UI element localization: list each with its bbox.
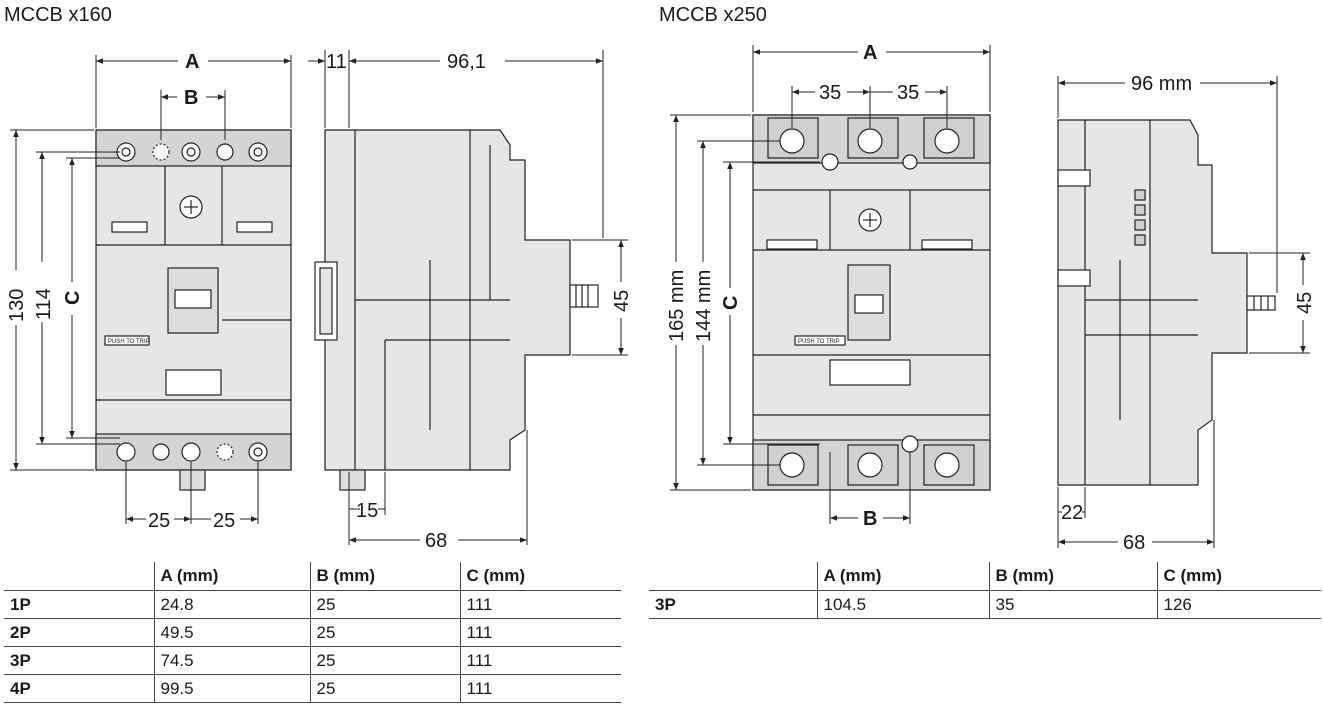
dimensions-table-x250: A (mm) B (mm) C (mm) 3P 104.5 35 126 [649, 562, 1321, 619]
dimension-35-right: 35 [897, 82, 919, 104]
table-cell: 111 [459, 646, 621, 675]
dimension-68-x250: 68 [1123, 532, 1145, 554]
table-header-cell: C (mm) [459, 562, 621, 591]
table-cell: 1P [10, 594, 31, 614]
dimension-pitch-25-right: 25 [213, 510, 235, 532]
dimension-15: 15 [356, 500, 378, 522]
diagram-title-x250: MCCB x250 [659, 4, 767, 26]
diagram-title-x160: MCCB x160 [4, 4, 112, 26]
dimension-lines-x250-front [670, 45, 991, 524]
dimension-45-x250: 45 [1294, 292, 1316, 314]
table-cell: 3P [10, 650, 31, 670]
dimension-96mm: 96 mm [1131, 73, 1192, 95]
table-header-row: A (mm) B (mm) C (mm) [4, 562, 621, 591]
front-view-x250 [752, 114, 991, 491]
table-row: 1P 24.8 25 111 [4, 590, 621, 619]
dimension-label-b-x250: B [863, 508, 877, 530]
dimension-label-a-x160: A [185, 51, 199, 73]
table-header-cell: A (mm) [816, 562, 989, 591]
table-row: 3P 74.5 25 111 [4, 646, 621, 675]
table-row: 2P 49.5 25 111 [4, 618, 621, 647]
table-cell: 111 [459, 618, 621, 647]
dimension-96-1: 96,1 [447, 51, 486, 73]
dimension-114: 114 [33, 288, 55, 320]
table-cell: 104.5 [816, 590, 989, 619]
table-cell: 25 [309, 618, 460, 647]
table-header-cell: C (mm) [1156, 562, 1321, 591]
dimensions-table-x160: A (mm) B (mm) C (mm) 1P 24.8 25 111 2P 4… [4, 562, 621, 703]
table-cell: 35 [988, 590, 1157, 619]
dimension-165mm: 165 mm [666, 270, 688, 342]
push-to-trip-label-x250: PUSH TO TRIP [798, 339, 840, 345]
table-header-cell: B (mm) [309, 562, 460, 591]
table-row: 3P 104.5 35 126 [649, 590, 1321, 619]
dimension-label-c-x250: C [720, 296, 742, 310]
push-to-trip-label-x160: PUSH TO TRIP [108, 339, 150, 345]
table-header-cell: A (mm) [153, 562, 310, 591]
table-cell: 99.5 [153, 674, 310, 703]
dimension-label-c-x160: C [62, 291, 84, 305]
table-cell: 74.5 [153, 646, 310, 675]
table-cell: 49.5 [153, 618, 310, 647]
dimension-22: 22 [1061, 502, 1083, 524]
table-row: 4P 99.5 25 111 [4, 674, 621, 703]
front-view-x160 [95, 129, 292, 491]
table-header-row: A (mm) B (mm) C (mm) [649, 562, 1321, 591]
dimension-45-x160: 45 [611, 290, 633, 312]
table-cell: 4P [10, 678, 31, 698]
table-header-cell [4, 562, 154, 591]
table-header-cell: B (mm) [988, 562, 1157, 591]
side-view-x160 [314, 129, 599, 491]
side-view-x250 [1057, 119, 1276, 486]
dimension-label-a-x250: A [863, 42, 877, 64]
table-cell: 111 [459, 674, 621, 703]
dimension-lines-x160-front [10, 55, 292, 524]
dimension-drawings: PUSH TO TRIP A B C 130 114 25 25 [6, 42, 1316, 554]
table-header-cell [649, 562, 817, 591]
table-cell: 111 [459, 590, 621, 619]
dimension-144mm: 144 mm [693, 270, 715, 342]
dimension-lines-x250-side [1057, 76, 1310, 548]
dimension-label-b-x160: B [184, 87, 198, 109]
dimension-lines-x160-side [308, 50, 628, 545]
table-cell: 2P [10, 622, 31, 642]
dimension-35-left: 35 [819, 82, 841, 104]
dimension-68-x160: 68 [425, 530, 447, 552]
dimension-130: 130 [6, 289, 28, 322]
dimension-11: 11 [326, 51, 347, 73]
table-cell: 25 [309, 590, 460, 619]
table-cell: 25 [309, 646, 460, 675]
table-cell: 126 [1156, 590, 1321, 619]
table-cell: 25 [309, 674, 460, 703]
table-cell: 3P [655, 594, 676, 614]
table-cell: 24.8 [153, 590, 310, 619]
dimension-pitch-25-left: 25 [148, 510, 170, 532]
